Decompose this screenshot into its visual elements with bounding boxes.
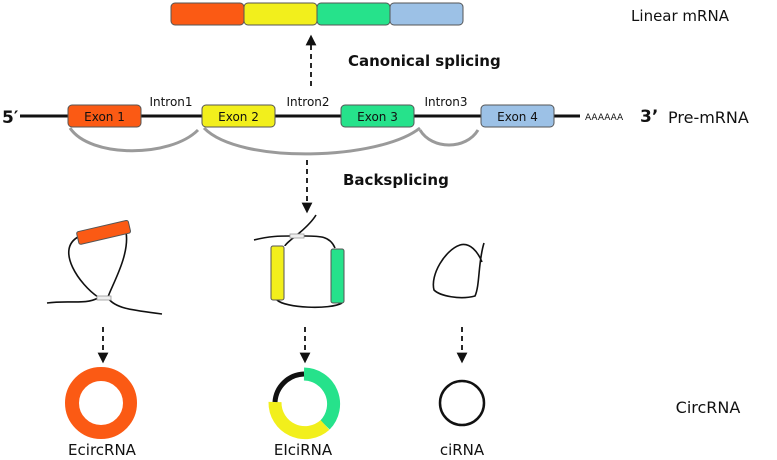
linear-exon-2	[243, 2, 318, 26]
linear-exon-4	[389, 2, 464, 26]
eicirna-label: EIciRNA	[274, 441, 333, 459]
svg-text:Exon 3: Exon 3	[357, 110, 398, 124]
ecircrna-intermediate	[46, 219, 163, 315]
svg-text:Exon 4: Exon 4	[497, 110, 538, 124]
intron-2-label: Intron2	[286, 95, 329, 109]
svg-text:Exon 2: Exon 2	[218, 110, 259, 124]
intron-3-label: Intron3	[424, 95, 467, 109]
pre-mrna-exon-2: Exon 2	[201, 104, 276, 128]
svg-text:Exon 1: Exon 1	[84, 110, 125, 124]
linear-mrna	[170, 2, 464, 26]
circrna-category-label: CircRNA	[676, 398, 741, 417]
pre-mrna-exon-1: Exon 1	[67, 104, 142, 128]
linear-mrna-label: Linear mRNA	[631, 7, 730, 25]
three-prime-label: 3’	[640, 107, 658, 127]
canonical-splicing-label: Canonical splicing	[348, 52, 501, 70]
pre-mrna-exon-4: Exon 4	[480, 104, 555, 128]
ecircrna-label: EcircRNA	[68, 441, 137, 459]
linear-exon-3	[316, 2, 391, 26]
eicirna-intermediate	[253, 214, 345, 309]
poly-a-tail: AAAAAA	[585, 113, 624, 123]
pre-mrna-label: Pre-mRNA	[668, 108, 749, 127]
cirna-circle	[438, 379, 486, 427]
cirna-label: ciRNA	[440, 441, 485, 459]
ecircrna-circle	[65, 367, 137, 439]
linear-exon-1	[170, 2, 245, 26]
backsplice-arc-exon1-exon2	[68, 127, 200, 153]
pre-mrna-exon-3: Exon 3	[340, 104, 415, 128]
intron-1-label: Intron1	[149, 95, 192, 109]
backsplice-arc-exon2-exon3	[202, 126, 421, 156]
backsplice-arc-exon3-exon4	[418, 129, 480, 147]
five-prime-label: 5′	[2, 108, 19, 128]
cirna-intermediate	[432, 242, 485, 299]
backsplicing-label: Backsplicing	[343, 171, 449, 189]
eicirna-circle	[268, 367, 341, 440]
